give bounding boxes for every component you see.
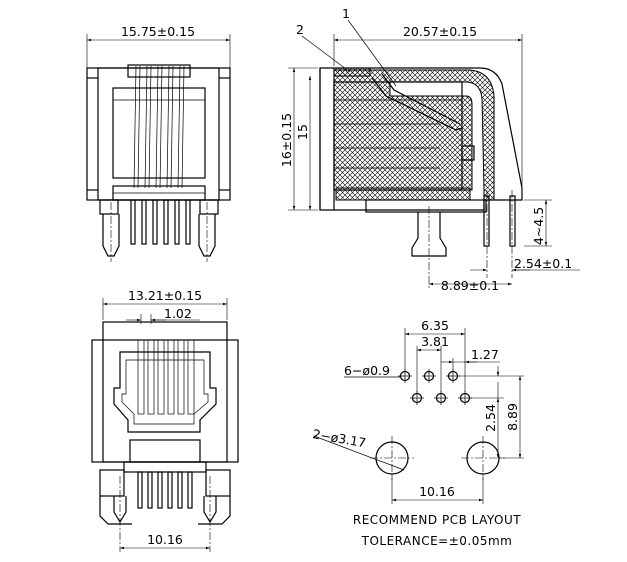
- pcb-span-dim: 6.35: [421, 318, 449, 333]
- bottom-view: 13.21±0.15 1.02 10.16: [91, 288, 239, 552]
- pcb-post-hole-callout: 2−ø3.17: [311, 426, 367, 450]
- pcb-row-spacing-dim: 2.54: [483, 404, 498, 432]
- side-total-height-dim: 16±0.15: [279, 113, 294, 167]
- side-depth-dim: 20.57±0.15: [403, 24, 477, 39]
- pcb-tolerance-note: TOLERANCE=±0.05mm: [361, 534, 513, 548]
- callout-1: 1: [342, 6, 350, 21]
- pcb-post-holes: [370, 436, 505, 480]
- pcb-post-row-dim: 8.89: [505, 403, 520, 431]
- bottom-width-dim: 13.21±0.15: [128, 288, 202, 303]
- side-body-height-dim: 15: [295, 124, 310, 140]
- bottom-post-spacing-dim: 10.16: [147, 532, 183, 547]
- pcb-pin-hole-callout: 6−ø0.9: [344, 363, 390, 378]
- bottom-contacts: [137, 339, 195, 415]
- side-pin-pitch-dim: 2.54±0.1: [514, 256, 572, 271]
- front-view: 15.75±0.15: [86, 24, 231, 262]
- callout-2: 2: [296, 22, 304, 37]
- bottom-pitch-dim: 1.02: [164, 306, 192, 321]
- side-view: 1 2 20.57±0.15 16±0.15 15 4~4.5 2.54±0.1…: [279, 6, 580, 293]
- pcb-layout-title: RECOMMEND PCB LAYOUT: [353, 513, 521, 527]
- front-width-dim: 15.75±0.15: [121, 24, 195, 39]
- front-contacts: [133, 65, 185, 189]
- bottom-pins: [137, 471, 193, 509]
- pcb-post-spacing-dim: 10.16: [419, 484, 455, 499]
- pcb-layout: 6−ø0.9 2−ø3.17 6.35 3.81 1.27 2.54 8.89: [311, 318, 524, 548]
- side-post-offset-dim: 8.89±0.1: [441, 278, 499, 293]
- side-pin-length-dim: 4~4.5: [531, 207, 546, 245]
- pcb-pin-pitch-dim: 3.81: [421, 334, 449, 349]
- side-shell-hatch: [333, 69, 495, 201]
- front-pins: [130, 199, 191, 245]
- pcb-offset-dim: 1.27: [471, 347, 499, 362]
